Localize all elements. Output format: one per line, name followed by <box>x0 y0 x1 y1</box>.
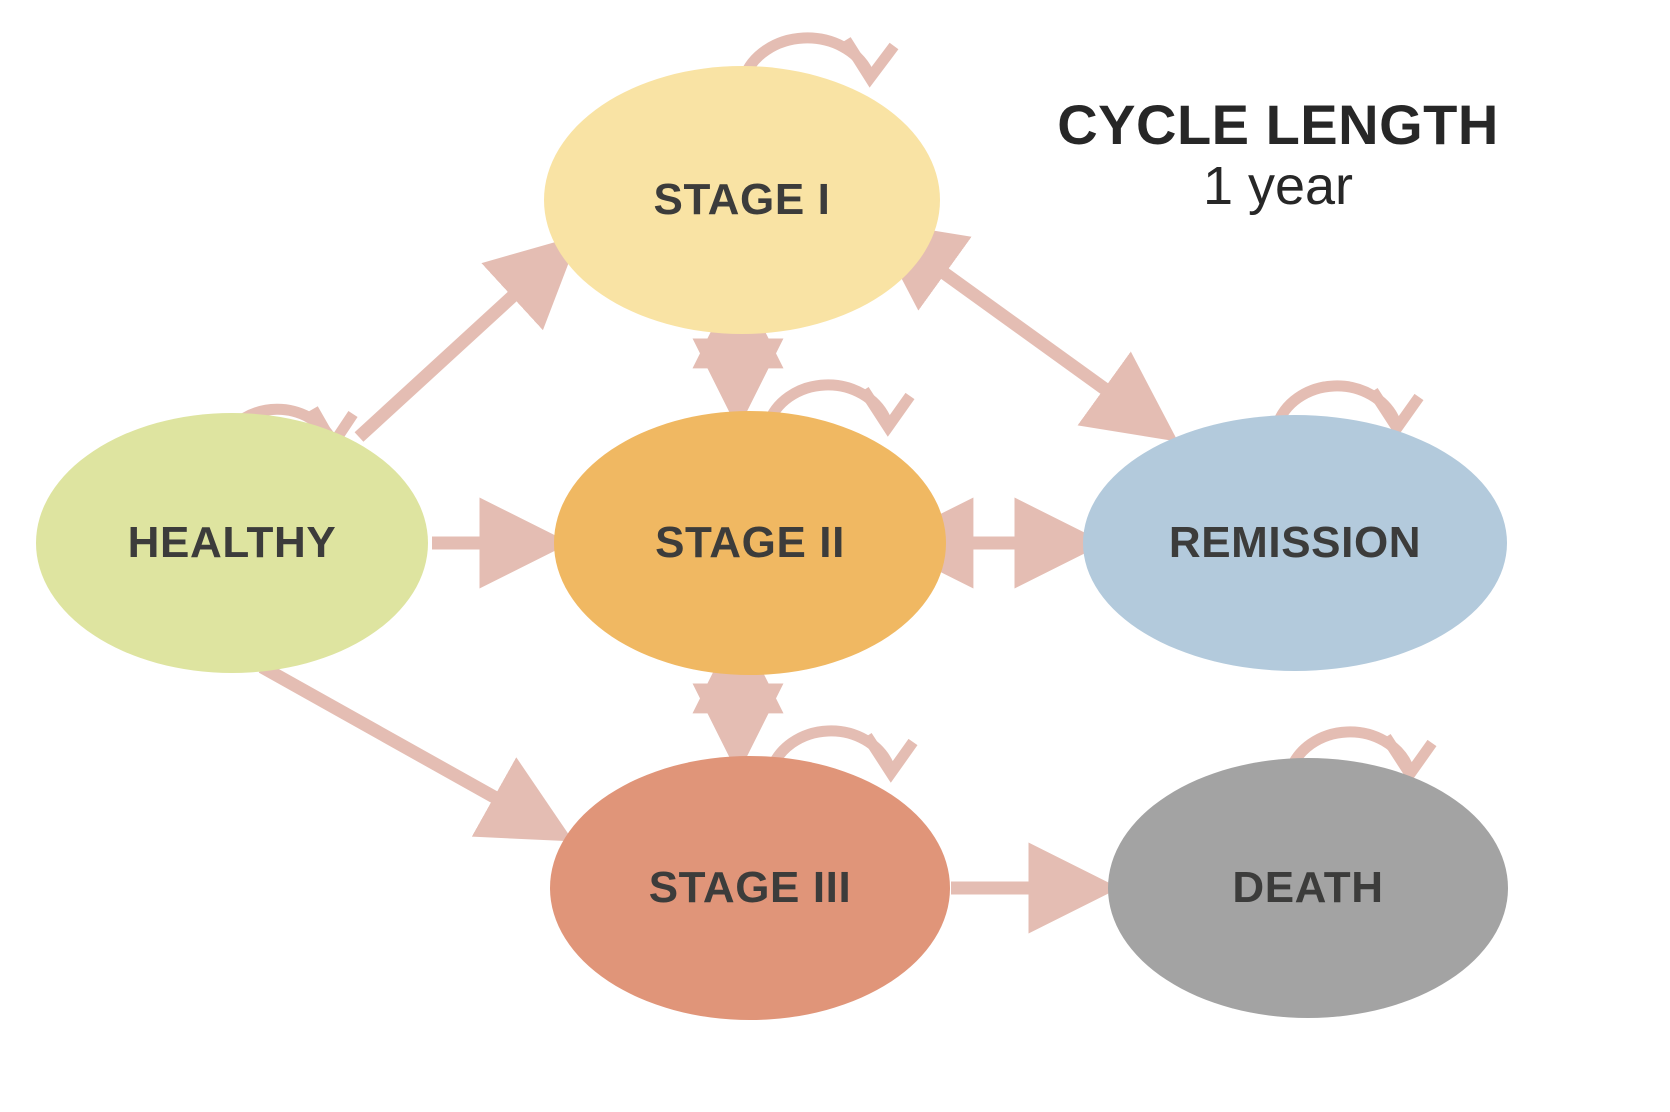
self-loop-stage-i <box>738 32 899 88</box>
node-death[interactable]: DEATH <box>1108 758 1508 1018</box>
node-stage-iii-label: STAGE III <box>648 863 852 912</box>
cycle-length-value: 1 year <box>1202 155 1354 216</box>
node-stage-ii[interactable]: STAGE II <box>554 411 946 675</box>
node-remission[interactable]: REMISSION <box>1083 415 1507 671</box>
node-stage-iii[interactable]: STAGE III <box>550 756 950 1020</box>
node-stage-i[interactable]: STAGE I <box>544 66 940 334</box>
node-stage-ii-label: STAGE II <box>655 518 845 567</box>
node-stage-i-label: STAGE I <box>653 175 831 224</box>
self-loop-death <box>1284 726 1437 784</box>
node-healthy[interactable]: HEALTHY <box>36 413 428 673</box>
cycle-length-title: CYCLE LENGTH <box>1057 93 1499 156</box>
arrow-healthy-to-stage-i <box>354 235 580 442</box>
self-loop-remission <box>1271 380 1424 438</box>
node-healthy-label: HEALTHY <box>127 518 337 567</box>
node-death-label: DEATH <box>1232 863 1384 912</box>
arrow-stage-i-to-remission <box>871 220 1178 442</box>
node-remission-label: REMISSION <box>1168 518 1422 567</box>
cycle-length-legend: CYCLE LENGTH 1 year <box>1018 93 1538 217</box>
arrow-healthy-to-stage-iii <box>258 661 574 842</box>
